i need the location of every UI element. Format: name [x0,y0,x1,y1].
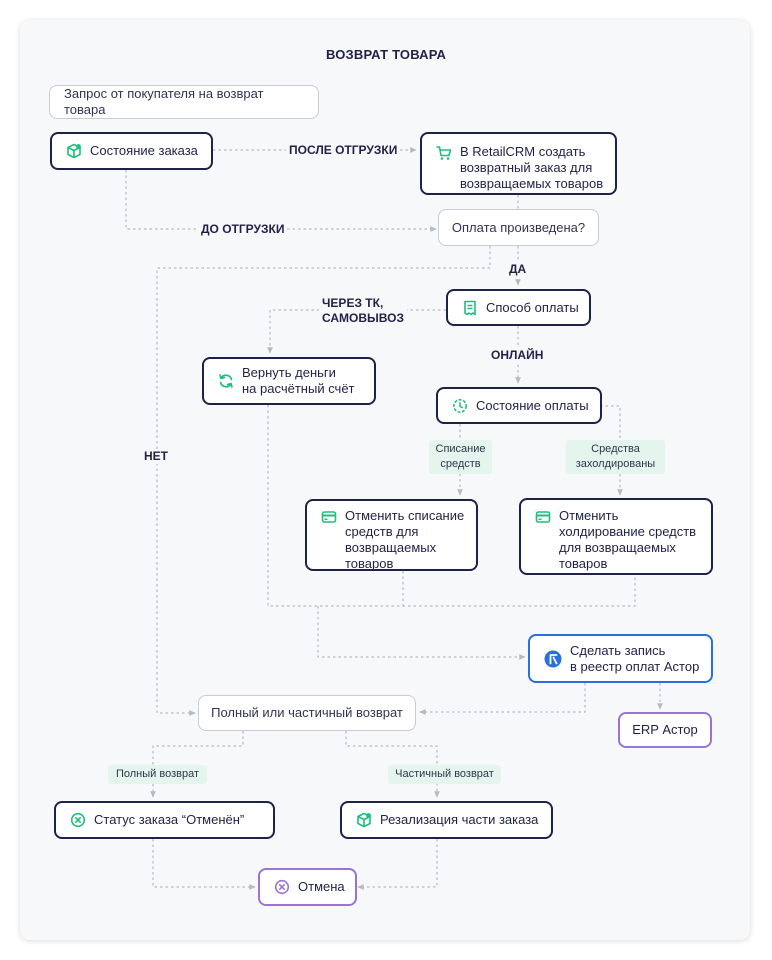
edge-merge-to-astor [317,606,526,660]
tag-partial-return: Частичный возврат [388,765,501,784]
node-request: Запрос от покупателя на возврат товара [49,85,319,119]
diagram-card [20,20,750,940]
node-full-partial: Полный или частичный возврат [198,695,416,731]
tag-charged: Списание средств [429,440,492,474]
edge-to-full [150,731,244,798]
node-erp: ERP Астор [618,712,712,748]
node-refund: Вернуть деньги на расчётный счёт [202,357,376,405]
edge-order-to-payment-made [125,170,437,232]
node-cancel-hold: Отменить холдирование средств для возвра… [519,498,713,575]
edge-method-to-refund [267,309,446,354]
node-partial-sale-text: Резализация части заказа [380,812,539,827]
tag-held: Средства захолдированы [566,440,665,474]
card-icon [535,509,551,525]
box-icon [356,812,372,828]
node-cancel-charge: Отменить списание средств для возвращаем… [305,499,478,571]
label-before-shipment: ДО ОТГРУЗКИ [198,222,288,237]
label-via-tk: ЧЕРЕЗ ТК, САМОВЫВОЗ [319,296,407,326]
label-after-shipment: ПОСЛЕ ОТГРУЗКИ [286,143,401,158]
edge-partial-to-cancel [357,839,438,890]
node-payment-method: Способ оплаты [446,289,591,326]
edge-astor-to-full-partial [419,683,586,715]
node-partial-sale: Резализация части заказа [340,801,553,839]
node-payment-state: Состояние оплаты [436,387,602,424]
node-astor-record-text: Сделать запись в реестр оплат Астор [570,642,700,674]
node-payment-method-text: Способ оплаты [486,299,579,315]
label-no: НЕТ [141,449,171,464]
node-order-state: Состояние заказа [50,132,213,170]
node-cancel-text: Отмена [298,879,345,894]
tag-full-return: Полный возврат [108,765,207,784]
edge-full-to-cancel [152,839,256,890]
node-cancel: Отмена [258,868,357,906]
node-payment-made-text: Оплата произведена? [451,219,586,235]
receipt-icon [462,300,478,316]
box-icon [66,143,82,159]
refresh-icon [218,373,234,389]
node-request-text: Запрос от покупателя на возврат товара [64,86,264,117]
node-payment-made: Оплата произведена? [438,209,599,246]
cart-icon [436,145,452,161]
node-status-cancelled-text: Статус заказа “Отменён” [94,812,245,827]
node-full-partial-text: Полный или частичный возврат [211,705,403,720]
node-create-return: В RetailCRM создать возвратный заказ для… [420,132,617,195]
astor-icon [544,650,562,668]
label-yes: ДА [506,262,530,277]
card-icon [321,509,337,525]
node-refund-text: Вернуть деньги на расчётный счёт [242,365,355,396]
node-create-return-text: В RetailCRM создать возвратный заказ для… [460,144,604,191]
node-cancel-hold-text: Отменить холдирование средств для возвра… [559,508,697,571]
diagram-title: ВОЗВРАТ ТОВАРА [325,47,447,62]
node-cancel-charge-text: Отменить списание средств для возвращаем… [345,508,465,571]
cancel-circle-icon [70,812,86,828]
node-order-state-text: Состояние заказа [90,143,198,158]
edge-merge [267,405,636,607]
cancel-circle-icon [274,879,290,895]
node-payment-state-text: Состояние оплаты [476,397,589,413]
edge-to-partial [345,731,440,798]
node-status-cancelled: Статус заказа “Отменён” [54,801,275,839]
node-erp-text: ERP Астор [632,722,698,737]
clock-icon [452,398,468,414]
node-astor-record: Сделать запись в реестр оплат Астор [528,634,713,683]
label-online: ОНЛАЙН [488,348,547,363]
